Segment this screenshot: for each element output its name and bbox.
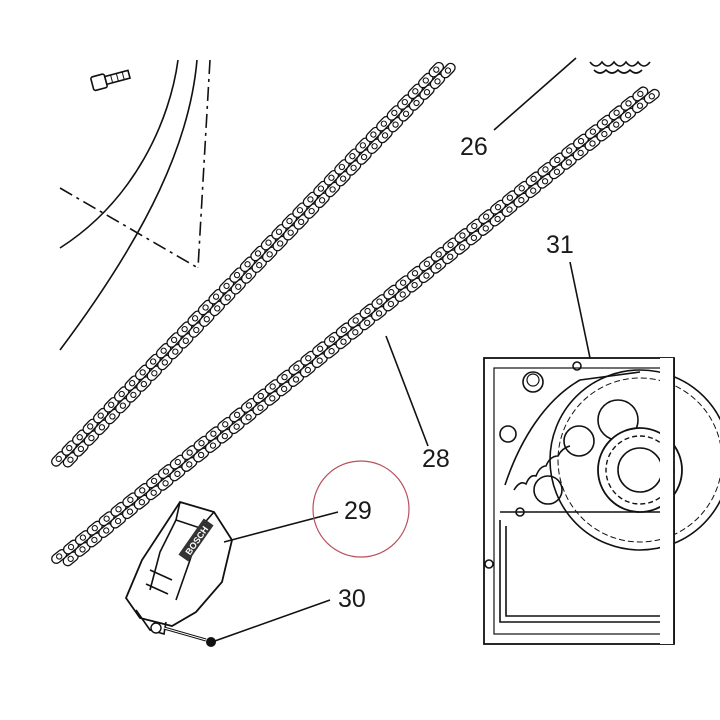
leader-26 [493, 57, 577, 131]
chain-link [418, 72, 446, 90]
chain-link [205, 426, 233, 444]
chain-link [608, 105, 637, 123]
chain-link [430, 246, 459, 265]
chain-link [371, 294, 399, 312]
chain-link [124, 375, 152, 392]
leader-31 [569, 261, 591, 359]
chain-link [428, 61, 456, 79]
chain-link [252, 388, 281, 406]
chain-link [313, 180, 341, 198]
chain-link [217, 416, 245, 435]
chain-link [442, 237, 471, 255]
callout-31: 31 [546, 231, 574, 259]
chain-link [288, 360, 316, 378]
callout-29: 29 [344, 497, 372, 525]
chain-guide: BOSCH [124, 500, 233, 636]
leader-28 [385, 335, 429, 447]
chain-link [418, 256, 447, 274]
chain-link [302, 191, 330, 209]
chain-link [110, 501, 139, 520]
screw [163, 626, 216, 647]
bolt-icon [90, 69, 131, 92]
chain-link [86, 520, 115, 539]
chain-link [501, 190, 530, 208]
chain-link [122, 492, 150, 510]
chain-link [489, 199, 518, 218]
callout-28: 28 [422, 445, 450, 473]
chain-link [344, 148, 372, 165]
chain-link [166, 332, 194, 349]
chain-link [632, 86, 660, 104]
chain-link [292, 202, 320, 219]
chain-link [355, 137, 383, 155]
roller-chain-lower [51, 86, 660, 567]
roller-chain-upper [51, 61, 456, 468]
chain-link [98, 511, 127, 529]
chain-link [51, 451, 79, 468]
chain-link [155, 342, 184, 360]
chain-link [74, 530, 103, 548]
chain-link [229, 407, 257, 425]
chain-link [208, 288, 236, 306]
chain-link [323, 169, 351, 187]
callout-30: 30 [338, 585, 366, 613]
chain-link [229, 267, 257, 284]
leader-29 [223, 511, 339, 543]
chain-link [466, 218, 494, 236]
chain-link [300, 350, 328, 369]
chain-link [406, 265, 435, 284]
wheel-outline [59, 59, 211, 351]
chain-link [264, 379, 293, 397]
sprocket-cover [483, 357, 720, 645]
chain-link [271, 223, 299, 241]
chain-link [82, 418, 110, 436]
sprocket-edge [589, 60, 651, 74]
chain-link [454, 228, 482, 246]
chain-link [218, 278, 246, 295]
chain-link [478, 209, 506, 227]
leader-30 [211, 599, 331, 643]
chain-link [365, 126, 393, 144]
chain-link [134, 364, 163, 382]
chain-link [92, 407, 121, 425]
chain-link [239, 256, 267, 273]
highlight-circle [312, 460, 410, 558]
callout-26: 26 [460, 133, 488, 161]
chain-link [549, 152, 577, 170]
